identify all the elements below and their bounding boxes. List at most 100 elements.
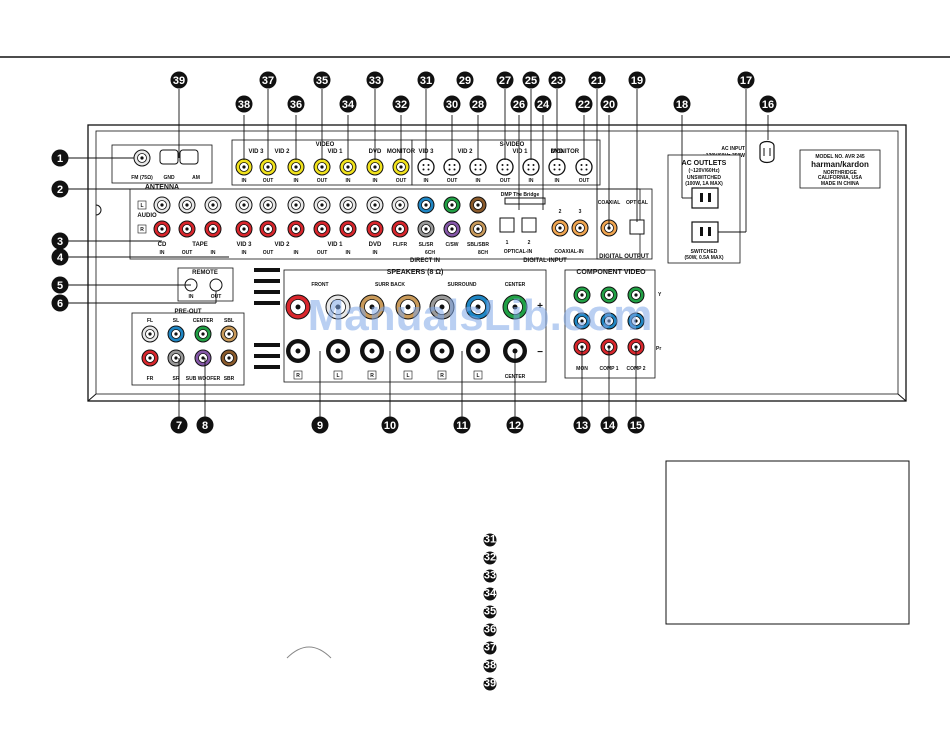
svideo-jack[interactable] (522, 158, 540, 176)
audio-jack-right[interactable] (178, 220, 196, 238)
callout-badge: 11 (453, 416, 471, 434)
direct-in-jack[interactable] (443, 196, 461, 214)
audio-jack-right[interactable] (259, 220, 277, 238)
optical-in-2[interactable] (521, 217, 537, 233)
remote-title: REMOTE (192, 270, 218, 276)
callout-badge: 33 (366, 71, 384, 89)
direct-in-jack[interactable] (469, 220, 487, 238)
audio-jack-left[interactable] (259, 196, 277, 214)
audio-jack-left[interactable] (178, 196, 196, 214)
svideo-jack[interactable] (496, 158, 514, 176)
composite-video-jack[interactable] (366, 158, 384, 176)
direct-in-jack[interactable] (469, 196, 487, 214)
audio-jack-right[interactable] (287, 220, 305, 238)
pre-out-jack[interactable] (141, 349, 159, 367)
audio-jack-right[interactable] (313, 220, 331, 238)
audio-jack-left[interactable] (235, 196, 253, 214)
video-jack-sub-label: OUT (263, 178, 274, 184)
direct-in-jack[interactable] (391, 220, 409, 238)
direct-in-jack[interactable] (443, 220, 461, 238)
speaker-terminal-negative[interactable] (325, 338, 351, 364)
composite-video-jack[interactable] (287, 158, 305, 176)
direct-in-jack[interactable] (417, 196, 435, 214)
audio-jack-left[interactable] (153, 196, 171, 214)
audio-jack-right[interactable] (153, 220, 171, 238)
audio-jack-left[interactable] (287, 196, 305, 214)
brand-plate (799, 149, 881, 189)
pre-out-jack[interactable] (220, 325, 238, 343)
pre-out-jack[interactable] (194, 349, 212, 367)
video-jack-sub-label: OUT (317, 178, 328, 184)
callout-badge: 31 (417, 71, 435, 89)
pre-out-jack[interactable] (167, 349, 185, 367)
coaxial-in-jack[interactable] (551, 219, 569, 237)
component-y-label: Y (658, 292, 662, 298)
pre-out-jack[interactable] (141, 325, 159, 343)
svideo-jack[interactable] (575, 158, 593, 176)
digital-input-title: DIGITAL-INPUT (523, 258, 567, 264)
audio-l-label: L (140, 203, 143, 209)
speaker-terminal-negative[interactable] (285, 338, 311, 364)
audio-jack-sub-label: IN (242, 250, 247, 256)
remote-in-label: IN (189, 294, 194, 300)
pre-out-section: PRE-OUT (131, 309, 245, 386)
speaker-terminal-negative[interactable] (395, 338, 421, 364)
svideo-jack-sub-label: IN (529, 178, 534, 184)
optical-out-port[interactable] (629, 219, 645, 235)
svideo-jack[interactable] (469, 158, 487, 176)
pre-out-jack[interactable] (167, 325, 185, 343)
speaker-terminal-positive[interactable] (285, 294, 311, 320)
direct-in-jack[interactable] (417, 220, 435, 238)
unswitched-outlet[interactable] (691, 187, 719, 209)
audio-jack-right[interactable] (339, 220, 357, 238)
composite-video-jack[interactable] (339, 158, 357, 176)
callout-badge: 16 (759, 95, 777, 113)
composite-video-jack[interactable] (392, 158, 410, 176)
audio-jack-left[interactable] (313, 196, 331, 214)
svideo-monitor-label: MONITOR (551, 149, 580, 155)
callout-number: 4 (57, 252, 64, 264)
switched-outlet[interactable] (691, 221, 719, 243)
optical-in-1[interactable] (499, 217, 515, 233)
dmp-port[interactable] (504, 197, 546, 205)
audio-jack-right[interactable] (235, 220, 253, 238)
callout-number: 5 (57, 280, 63, 292)
pre-out-jack[interactable] (194, 325, 212, 343)
composite-video-jack[interactable] (313, 158, 331, 176)
model-number: MODEL NO. AVR 245 (815, 154, 865, 160)
composite-video-jack[interactable] (235, 158, 253, 176)
speaker-terminal-negative[interactable] (429, 338, 455, 364)
brand-origin: MADE IN CHINA (821, 181, 860, 187)
speaker-channel-label: L (336, 373, 339, 379)
coaxial-in-jack[interactable] (571, 219, 589, 237)
callout-badge: 22 (575, 95, 593, 113)
callout-number: 23 (551, 75, 563, 87)
audio-jack-left[interactable] (204, 196, 222, 214)
callout-number: 7 (176, 420, 182, 432)
audio-jack-right[interactable] (366, 220, 384, 238)
remote-out-jack[interactable] (209, 278, 223, 292)
callout-badge: 32 (392, 95, 410, 113)
callout-badge: 27 (496, 71, 514, 89)
gnd-terminal[interactable] (159, 149, 179, 165)
pre-out-bottom-label: SUB WOOFER (186, 376, 221, 382)
audio-jack-left[interactable] (366, 196, 384, 214)
callout-badge: 3 (51, 232, 69, 250)
fm-antenna-jack[interactable] (133, 149, 151, 167)
callout-number: 2 (57, 184, 63, 196)
callout-number: 18 (676, 99, 688, 111)
ac-input-line1: AC INPUT (721, 146, 745, 152)
svideo-jack[interactable] (417, 158, 435, 176)
am-terminal[interactable] (179, 149, 199, 165)
audio-jack-left[interactable] (339, 196, 357, 214)
composite-video-jack[interactable] (259, 158, 277, 176)
svideo-jack[interactable] (443, 158, 461, 176)
audio-jack-label: VID 1 (327, 242, 343, 248)
pre-out-jack[interactable] (220, 349, 238, 367)
svideo-jack[interactable] (548, 158, 566, 176)
audio-jack-right[interactable] (204, 220, 222, 238)
speaker-terminal-negative[interactable] (359, 338, 385, 364)
speaker-channel-label: L (476, 373, 479, 379)
direct-in-jack[interactable] (391, 196, 409, 214)
speaker-terminal-negative[interactable] (465, 338, 491, 364)
